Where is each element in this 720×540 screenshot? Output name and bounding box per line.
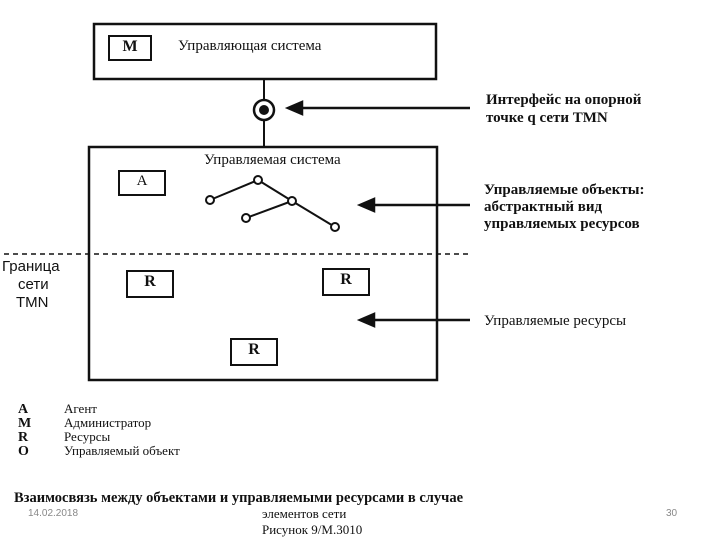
manager-title: Управляющая система xyxy=(178,38,322,54)
managed-system-box xyxy=(87,145,439,382)
manager-letter: M xyxy=(122,38,138,55)
resources-note: Управляемые ресурсы xyxy=(484,313,627,329)
interface-note-line1: Интерфейс на опорной xyxy=(486,92,642,108)
object-node xyxy=(287,196,297,206)
interface-point-inner xyxy=(259,105,269,115)
legend-text: Управляемый объект xyxy=(64,443,180,458)
managed-object-tree xyxy=(205,175,340,232)
resource-box-right: R xyxy=(322,268,370,296)
interface-note-line2: точке q сети TMN xyxy=(486,110,608,126)
legend-text: Администратор xyxy=(64,415,152,430)
resource-letter: R xyxy=(340,271,352,288)
legend-text: Агент xyxy=(64,401,97,416)
legend-text: Ресурсы xyxy=(64,429,111,444)
caption-line2: элементов сети xyxy=(262,506,347,521)
caption-line3: Рисунок 9/М.3010 xyxy=(262,522,363,537)
legend-key: R xyxy=(18,430,29,445)
manager-letter-box: M xyxy=(108,35,152,61)
legend-row: O Управляемый объект xyxy=(18,444,180,459)
object-node xyxy=(330,222,340,232)
resource-box-left: R xyxy=(126,270,174,298)
boundary-label-line2: сети xyxy=(18,276,49,293)
legend-row: A Агент xyxy=(18,402,97,417)
caption-line1: Взаимосвязь между объектами и управляемы… xyxy=(14,490,464,506)
resource-box-bottom: R xyxy=(230,338,278,366)
slide-date: 14.02.2018 xyxy=(28,508,79,519)
objects-note-line2: абстрактный вид xyxy=(484,199,603,215)
agent-letter-box: A xyxy=(118,170,166,196)
boundary-label-line1: Граница xyxy=(2,258,60,275)
objects-note-line3: управляемых ресурсов xyxy=(484,216,640,232)
object-node xyxy=(241,213,251,223)
legend-key: A xyxy=(18,402,29,417)
legend-key: O xyxy=(18,444,29,459)
agent-letter: A xyxy=(136,173,148,189)
slide-page-number: 30 xyxy=(666,508,678,519)
object-node xyxy=(253,175,263,185)
resource-letter: R xyxy=(144,273,156,290)
object-node xyxy=(205,195,215,205)
objects-note-line1: Управляемые объекты: xyxy=(484,182,645,198)
legend-row: M Администратор xyxy=(18,416,151,431)
managed-system-title: Управляемая система xyxy=(204,152,341,168)
legend-row: R Ресурсы xyxy=(18,430,110,445)
arrows xyxy=(284,100,470,328)
legend-key: M xyxy=(18,416,32,431)
boundary-label-line3: TMN xyxy=(16,294,49,311)
resource-letter: R xyxy=(248,341,260,358)
